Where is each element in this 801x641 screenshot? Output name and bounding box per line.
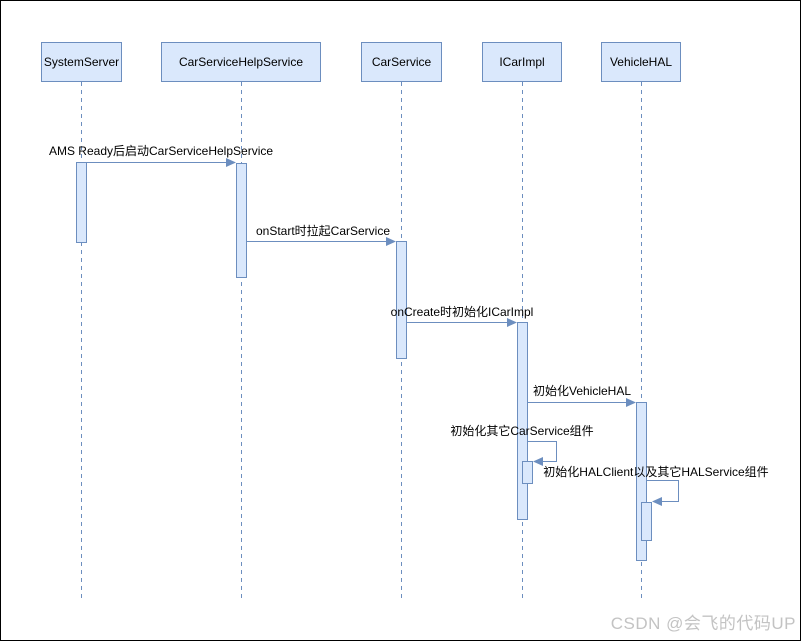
activation-icarimpl-nested: [522, 461, 533, 484]
message-label-1: AMS Ready后启动CarServiceHelpService: [48, 144, 274, 158]
actor-box-systemserver: SystemServer: [41, 42, 122, 82]
arrowhead-6: [652, 497, 662, 506]
actor-box-icarimpl: ICarImpl: [482, 42, 562, 82]
message-line-5-self: [527, 441, 557, 462]
message-label-6: 初始化HALClient以及其它HALService组件: [543, 465, 769, 479]
message-label-4: 初始化VehicleHAL: [532, 384, 632, 398]
actor-box-vehiclehal: VehicleHAL: [601, 42, 681, 82]
message-label-2: onStart时拉起CarService: [255, 224, 391, 238]
activation-vehiclehal: [636, 402, 647, 561]
arrowhead-4: [626, 398, 636, 407]
activation-icarimpl: [517, 322, 528, 520]
arrowhead-3: [507, 318, 517, 327]
actor-box-carservicehelpservice: CarServiceHelpService: [161, 42, 321, 82]
message-label-5: 初始化其它CarService组件: [450, 424, 594, 438]
arrowhead-5: [533, 457, 543, 466]
activation-carservice: [396, 241, 407, 359]
message-label-3: onCreate时初始化ICarImpl: [390, 305, 534, 319]
message-line-6-self: [646, 480, 679, 502]
watermark: CSDN @会飞的代码UP: [610, 614, 796, 633]
activation-systemserver: [76, 162, 87, 243]
activation-vehiclehal-nested: [641, 502, 652, 541]
actor-box-carservice: CarService: [361, 42, 442, 82]
arrowhead-1: [226, 158, 236, 167]
activation-carservicehelpservice: [236, 163, 247, 278]
arrowhead-2: [386, 237, 396, 246]
